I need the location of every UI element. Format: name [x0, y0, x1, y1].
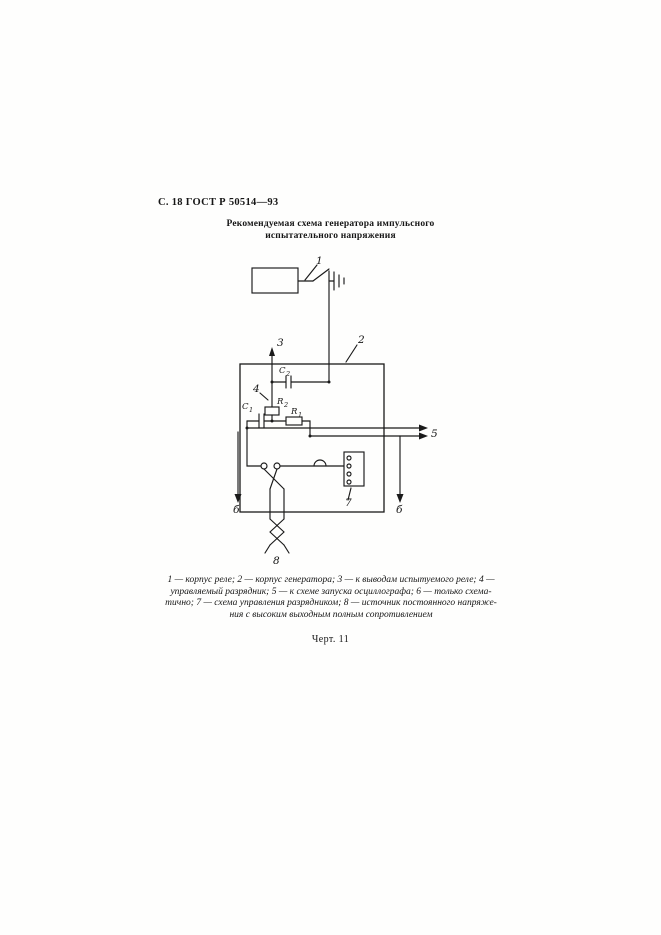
ground-icon: [333, 271, 345, 291]
arrow-5-lower-head: [419, 432, 428, 440]
generator-body-rect: [239, 363, 385, 513]
label-3: 3: [277, 337, 284, 349]
pointer-line-7: [347, 487, 352, 501]
figure-number: Черт. 11: [311, 634, 350, 645]
arrow-6-right-head: [396, 494, 404, 503]
pointer-line-2: [345, 344, 358, 363]
caption-line: ния с высоким выходным полным сопротивле…: [229, 609, 433, 620]
label-r1-sub: 1: [298, 411, 302, 419]
label-8: 8: [273, 555, 280, 567]
arrow-6-left-head: [234, 494, 242, 503]
label-c2: C: [279, 366, 286, 376]
label-c2-sub: 2: [285, 370, 290, 378]
label-1: 1: [316, 255, 323, 267]
figure-title-line1: Рекомендуемая схема генератора импульсно…: [226, 219, 435, 229]
label-r2-sub: 2: [283, 401, 288, 409]
label-5: 5: [431, 428, 438, 440]
wire-r1-out: [301, 420, 311, 437]
label-7: 7: [345, 497, 352, 509]
label-6-right: б: [396, 504, 403, 516]
spark-gap: [246, 427, 285, 520]
label-6-left: б: [233, 504, 240, 516]
label-4: 4: [252, 383, 260, 395]
label-r2: R: [276, 397, 284, 407]
label-2: 2: [357, 334, 365, 346]
figure-title: Рекомендуемая схема генератора импульсно…: [0, 219, 661, 242]
control-box: [343, 451, 365, 487]
circuit-diagram: 1 2 3 4 5 б б 7 8 C 2 C 1 R 2 R 1: [233, 255, 438, 567]
arrow-3-head: [269, 347, 275, 356]
relay-body-rect: [251, 267, 299, 294]
figure-title-line2: испытательного напряжения: [265, 230, 396, 241]
label-c1: C: [242, 402, 249, 412]
capacitor-c2: [271, 375, 330, 389]
label-r1: R: [290, 407, 298, 417]
figure-caption: 1 — корпус реле; 2 — корпус генератора; …: [150, 575, 512, 621]
caption-line: управляемый разрядник; 5 — к схеме запус…: [170, 586, 492, 597]
pointer-line-1: [304, 264, 318, 281]
capacitor-c1: [246, 413, 273, 429]
caption-line: тично; 7 — схема управления разрядником;…: [165, 598, 497, 608]
pointer-line-4: [259, 392, 269, 401]
switch-blade: [312, 268, 330, 282]
arrow-5-upper-head: [419, 424, 428, 432]
resistor-r2-box: [264, 406, 280, 416]
caption-line: 1 — корпус реле; 2 — корпус генератора; …: [167, 575, 495, 585]
label-c1-sub: 1: [249, 406, 253, 414]
coil-bump: [313, 459, 327, 467]
page-header: С. 18 ГОСТ Р 50514—93: [158, 197, 279, 208]
junction-dot: [327, 380, 331, 384]
twisted-pair: [264, 518, 290, 554]
junction-dot: [308, 434, 312, 438]
